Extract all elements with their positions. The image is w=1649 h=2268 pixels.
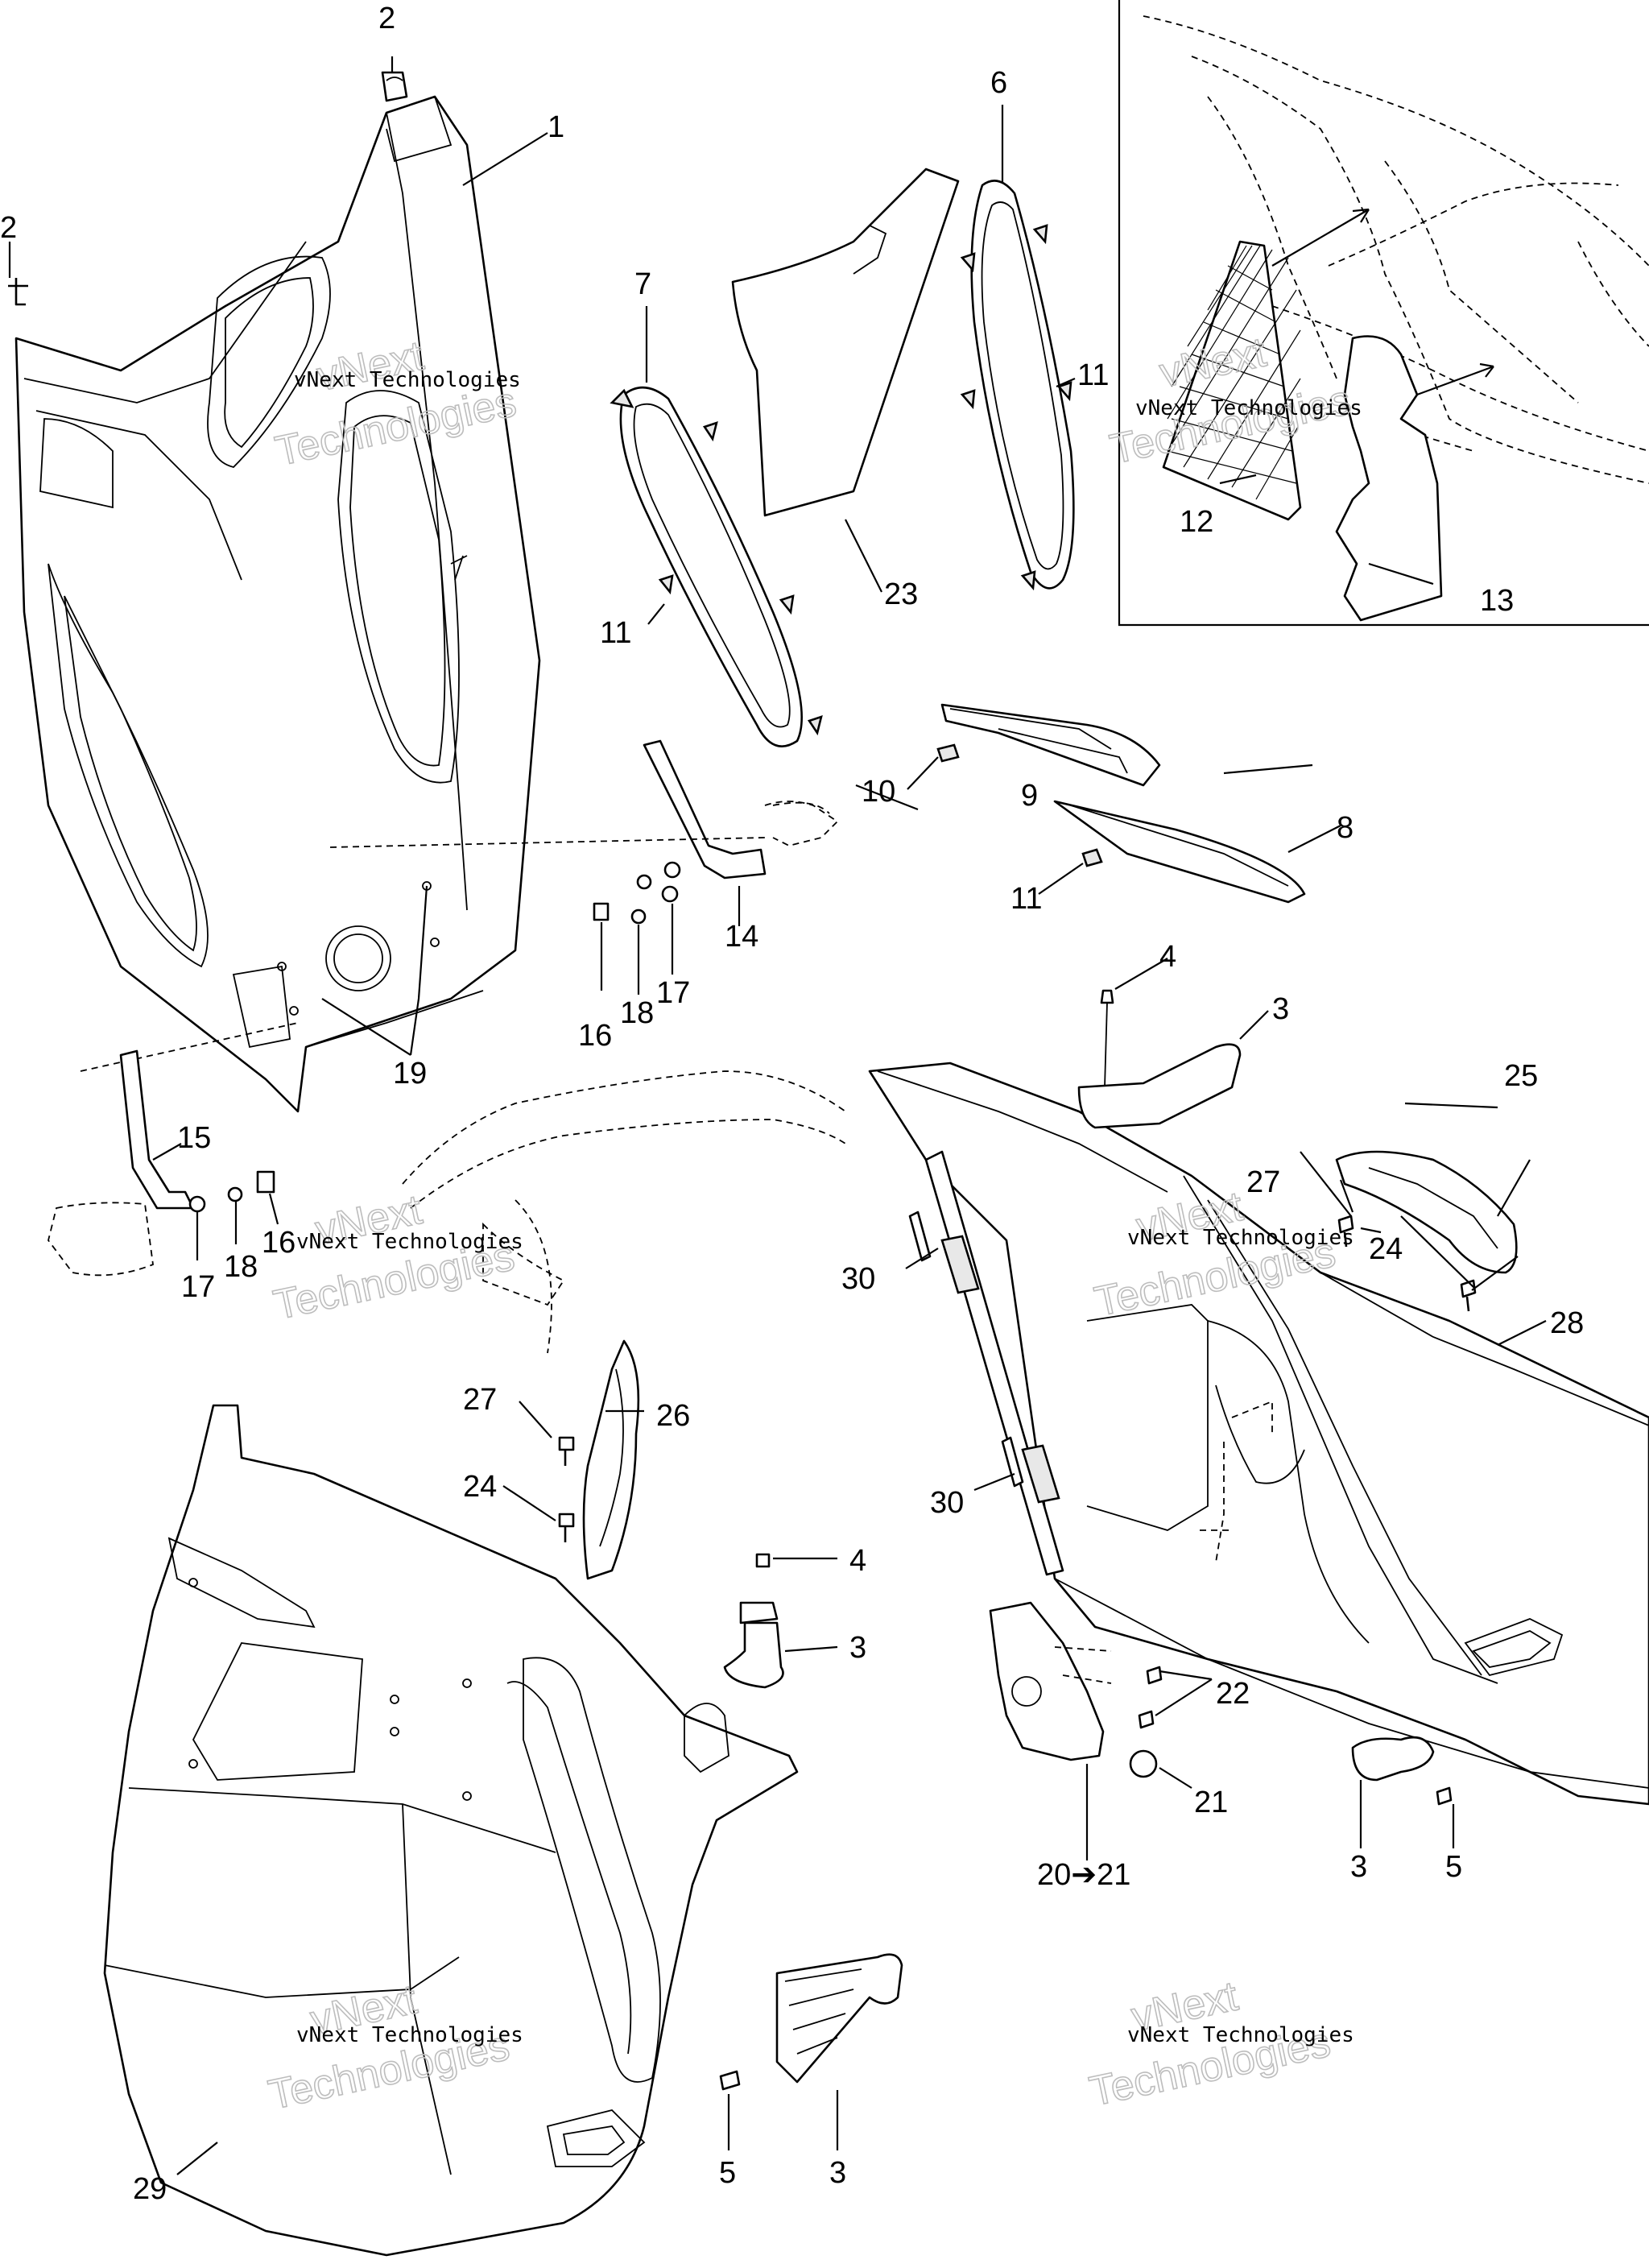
callout-7: 7 bbox=[634, 267, 651, 301]
callout-5: 5 bbox=[719, 2156, 736, 2190]
callout-3: 3 bbox=[1350, 1850, 1367, 1884]
trim-9 bbox=[940, 703, 1161, 787]
bracket-15 bbox=[48, 1049, 275, 1277]
mesh-panel-12 bbox=[1162, 240, 1302, 521]
callout-10: 10 bbox=[862, 775, 895, 809]
callout-14: 14 bbox=[725, 920, 758, 954]
clip-10 bbox=[936, 743, 960, 763]
callout-5: 5 bbox=[1445, 1850, 1462, 1884]
callout-22: 22 bbox=[1216, 1677, 1250, 1711]
grab-cover-26 bbox=[582, 1339, 640, 1580]
watermark-text: vNext Technologies bbox=[1127, 2023, 1354, 2047]
callout-11: 11 bbox=[1010, 882, 1042, 916]
axis-line-1 bbox=[329, 837, 766, 848]
callout-16: 16 bbox=[578, 1019, 612, 1053]
callout-6: 6 bbox=[990, 66, 1007, 100]
callout-19: 19 bbox=[393, 1057, 427, 1091]
callout-20-21: 20➔21 bbox=[1037, 1858, 1130, 1892]
grab-cover-25 bbox=[1335, 1150, 1518, 1274]
axis-line-2 bbox=[80, 1022, 299, 1072]
foam-block-13 bbox=[1335, 335, 1443, 622]
callout-15: 15 bbox=[177, 1121, 211, 1155]
clip-2 bbox=[8, 71, 408, 306]
callout-1: 1 bbox=[548, 110, 564, 144]
callout-27: 27 bbox=[463, 1383, 497, 1417]
callout-11: 11 bbox=[1077, 358, 1109, 392]
callout-labels: 2 1 2 6 7 11 11 23 12 13 10 9 8 11 14 16… bbox=[0, 2, 1584, 2206]
rear-panel-28 bbox=[868, 1062, 1649, 1806]
handle-3-right bbox=[1351, 1736, 1453, 1806]
callout-12: 12 bbox=[1180, 505, 1213, 539]
callout-27: 27 bbox=[1246, 1165, 1280, 1199]
watermark-text: vNext Technologies bbox=[296, 1230, 523, 1254]
callout-28: 28 bbox=[1550, 1306, 1584, 1340]
callout-21: 21 bbox=[1194, 1786, 1228, 1819]
callout-13: 13 bbox=[1480, 584, 1514, 618]
callout-29: 29 bbox=[133, 2172, 167, 2206]
watermark-text: vNext Technologies bbox=[1135, 396, 1362, 420]
callout-3: 3 bbox=[849, 1631, 866, 1665]
callout-2: 2 bbox=[0, 211, 17, 245]
callout-11: 11 bbox=[600, 616, 631, 650]
callout-4: 4 bbox=[849, 1544, 866, 1578]
front-panel-29 bbox=[103, 1404, 799, 2257]
bracket-14 bbox=[593, 739, 839, 925]
callout-30: 30 bbox=[930, 1486, 964, 1520]
handle-3-mid bbox=[723, 1553, 784, 1689]
callout-17: 17 bbox=[656, 976, 690, 1010]
callout-3: 3 bbox=[829, 2156, 846, 2190]
vent-7 bbox=[610, 386, 823, 747]
callout-18: 18 bbox=[224, 1250, 258, 1284]
callout-25: 25 bbox=[1504, 1059, 1538, 1093]
callout-24: 24 bbox=[463, 1470, 497, 1504]
callout-17: 17 bbox=[181, 1270, 215, 1304]
watermark-text: vNext Technologies bbox=[296, 2023, 523, 2047]
foam-insert-23 bbox=[731, 168, 960, 517]
callout-8: 8 bbox=[1337, 811, 1354, 845]
callout-9: 9 bbox=[1021, 779, 1038, 813]
bracket-20 bbox=[989, 1601, 1163, 1778]
callout-30: 30 bbox=[841, 1262, 875, 1296]
frame-structure bbox=[402, 801, 846, 1354]
callout-3: 3 bbox=[1272, 992, 1289, 1026]
callout-23: 23 bbox=[884, 577, 918, 611]
clip-11 bbox=[1081, 848, 1103, 867]
leader-lines bbox=[8, 56, 1547, 2175]
callout-16: 16 bbox=[262, 1226, 295, 1260]
callout-24: 24 bbox=[1369, 1232, 1403, 1266]
callout-26: 26 bbox=[656, 1399, 690, 1433]
handle-3-bottom bbox=[719, 1953, 903, 2091]
inset-detail bbox=[1118, 0, 1649, 627]
trim-8 bbox=[1053, 800, 1306, 904]
callout-18: 18 bbox=[620, 996, 654, 1030]
vent-6 bbox=[960, 180, 1075, 591]
callout-4: 4 bbox=[1159, 940, 1176, 974]
side-panel-1 bbox=[14, 95, 541, 1113]
watermark-text: vNext Technologies bbox=[294, 368, 521, 392]
handle-3-top-right bbox=[1077, 989, 1242, 1129]
watermark-text: vNext Technologies bbox=[1127, 1226, 1354, 1250]
callout-2: 2 bbox=[378, 2, 395, 35]
